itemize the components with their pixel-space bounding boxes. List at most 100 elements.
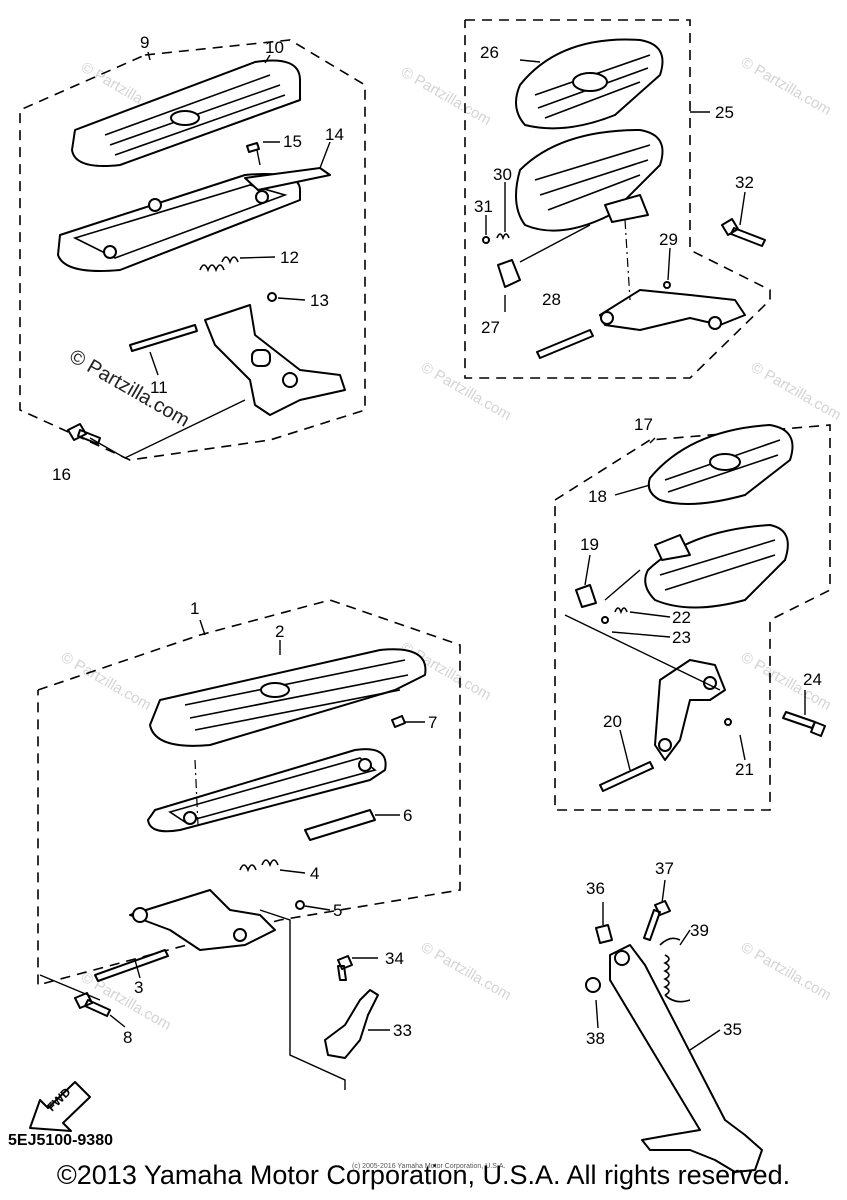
diagram-code: 5EJ5100-9380: [8, 1132, 113, 1149]
part-11-pin: [129, 324, 198, 352]
callout-8: 8: [123, 1028, 132, 1047]
part-36-bushing: [595, 924, 613, 944]
callout-15: 15: [283, 132, 302, 151]
callout-38: 38: [586, 1029, 605, 1048]
part-34-bolt: [337, 955, 353, 981]
callout-23: 23: [672, 628, 691, 647]
part-32-bolt: [721, 218, 766, 247]
callout-35: 35: [723, 1020, 742, 1039]
part-25-footboard: [515, 129, 664, 232]
part-39-spring: [659, 937, 691, 1003]
callout-20: 20: [603, 712, 622, 731]
part-12-spring: [199, 256, 239, 273]
callout-12: 12: [280, 248, 299, 267]
assembly-25-boundary: [464, 19, 771, 379]
part-37-bolt: [643, 900, 671, 941]
callout-32: 32: [735, 173, 754, 192]
part-6-bracket: [304, 809, 376, 841]
callout-19: 19: [580, 535, 599, 554]
part-3-pin: [94, 949, 169, 982]
part-5-clip: [295, 900, 305, 910]
callout-25: 25: [715, 103, 734, 122]
callout-7: 7: [428, 713, 437, 732]
callout-14: 14: [325, 125, 344, 144]
callout-6: 6: [403, 806, 412, 825]
part-28-pin: [536, 329, 594, 359]
callout-21: 21: [735, 760, 754, 779]
watermark-prominent: © Partzilla.com: [66, 345, 194, 431]
part-31-ball: [482, 236, 490, 244]
callout-22: 22: [672, 608, 691, 627]
assembly-17-boundary: [554, 424, 831, 811]
sidestand-group: [585, 879, 763, 1173]
fwd-arrow-icon: FWD: [29, 1081, 91, 1132]
callout-36: 36: [586, 879, 605, 898]
callout-2: 2: [275, 622, 284, 641]
footboard-arm-25: [599, 289, 746, 331]
part-33-34-group: [259, 909, 390, 1090]
callout-numbers: 9 10 15 14 12 13 11 16 26 25 30 31 32 29…: [52, 33, 822, 1048]
part-24-bolt: [782, 711, 826, 737]
callout-34: 34: [385, 949, 404, 968]
watermark: © Partzilla.com: [748, 359, 844, 424]
part-7-screw: [391, 715, 406, 728]
callout-29: 29: [659, 230, 678, 249]
part-4-spring: [239, 859, 279, 873]
tiny-copyright-note: (c) 2005-2016 Yamaha Motor Corporation, …: [352, 1163, 506, 1170]
assembly-9-group: [19, 39, 366, 461]
watermark: © Partzilla.com: [58, 649, 154, 714]
callout-39: 39: [690, 921, 709, 940]
part-14-bracket: [244, 167, 331, 191]
watermark: © Partzilla.com: [738, 54, 834, 119]
assembly-1-group: [37, 599, 461, 1028]
callout-31: 31: [474, 197, 493, 216]
part-35-sidestand: [609, 944, 763, 1173]
callout-13: 13: [310, 291, 329, 310]
assembly-17-group: [554, 424, 831, 811]
part-15-screw: [246, 142, 260, 153]
callout-3: 3: [134, 978, 143, 997]
part-2-floorboard-pad: [149, 648, 427, 747]
watermark: © Partzilla.com: [738, 939, 834, 1004]
assembly-9-boundary: [19, 39, 366, 461]
callout-30: 30: [493, 165, 512, 184]
part-22-spring: [614, 607, 628, 615]
part-38-nut: [585, 977, 601, 993]
callout-26: 26: [480, 43, 499, 62]
part-21-clip: [724, 718, 732, 726]
callout-27: 27: [481, 318, 500, 337]
callout-11: 11: [150, 378, 168, 397]
assembly-25-group: [464, 19, 771, 379]
part-20-pin: [599, 761, 654, 792]
callout-28: 28: [542, 290, 561, 309]
floorboard-bracket-1: [129, 889, 276, 951]
part-27-plate: [497, 259, 521, 288]
callout-4: 4: [310, 864, 319, 883]
callout-17: 17: [634, 415, 653, 434]
callout-18: 18: [588, 487, 607, 506]
callout-37: 37: [655, 859, 674, 878]
part-29-clip: [663, 281, 671, 289]
callout-33: 33: [393, 1021, 412, 1040]
watermark: © Partzilla.com: [418, 359, 514, 424]
watermark: © Partzilla.com: [398, 64, 494, 129]
assembly-1-boundary: [37, 599, 461, 987]
callout-24: 24: [803, 670, 822, 689]
callout-16: 16: [52, 465, 71, 484]
callout-5: 5: [333, 901, 342, 920]
watermark: © Partzilla.com: [418, 939, 514, 1004]
part-1-floorboard-frame: [147, 748, 387, 833]
part-33-bracket: [324, 989, 379, 1059]
floorboard-bracket-9: [204, 304, 346, 416]
copyright-footer: ©2013 Yamaha Motor Corporation, U.S.A. A…: [56, 1160, 791, 1190]
part-8-bolt: [74, 992, 111, 1017]
part-17-footboard: [644, 524, 789, 609]
part-30-spring: [496, 233, 510, 241]
callout-9: 9: [140, 33, 149, 52]
callout-1: 1: [190, 599, 199, 618]
part-23-ball: [601, 616, 609, 624]
callout-10: 10: [265, 38, 284, 57]
part-13-clip: [267, 292, 277, 302]
part-19-plate: [575, 584, 597, 608]
